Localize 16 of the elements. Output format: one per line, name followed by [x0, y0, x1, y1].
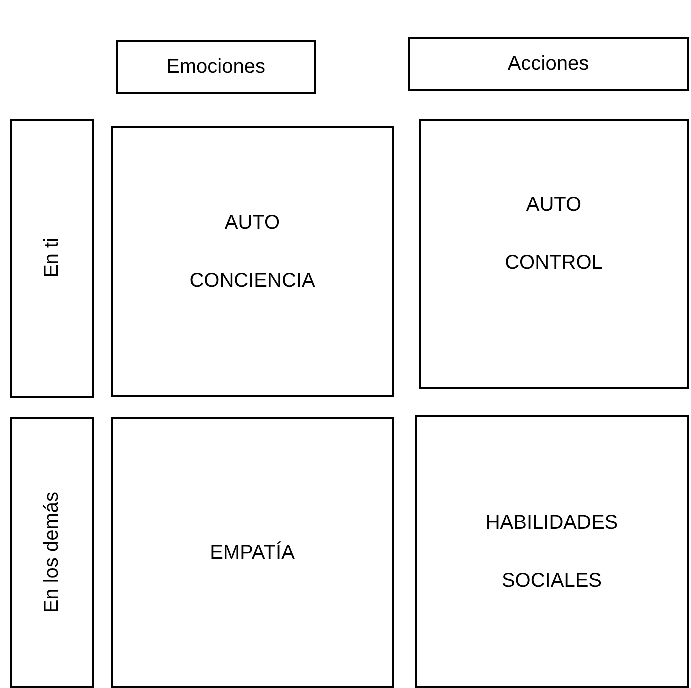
- header-label: En los demás: [40, 492, 64, 614]
- quadrant-label: AUTO CONCIENCIA: [190, 210, 316, 294]
- row-header: [10, 417, 94, 688]
- quadrant-label: EMPATÍA: [210, 540, 295, 566]
- row-header: [10, 119, 94, 398]
- header-label: Emociones: [166, 56, 266, 78]
- quadrant-box: [111, 126, 394, 397]
- quadrant-box: [415, 415, 689, 688]
- column-header: [408, 37, 689, 91]
- header-label: Acciones: [508, 52, 590, 76]
- quadrant-label: HABILIDADES SOCIALES: [486, 510, 618, 594]
- header-label: En ti: [40, 238, 64, 279]
- quadrant-box: [419, 119, 689, 389]
- quadrant-label: AUTO CONTROL: [505, 193, 603, 276]
- column-header: [116, 40, 316, 94]
- quadrant-box: [111, 417, 394, 688]
